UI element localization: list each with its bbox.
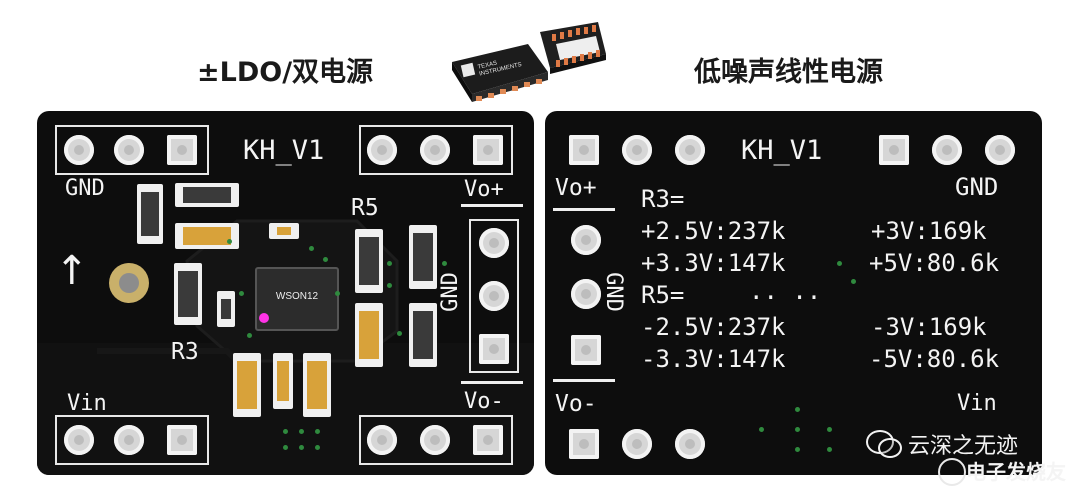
resistor [174,263,202,325]
r3-row-right-1: +3V:169k [871,217,987,245]
resistor [355,229,383,293]
chip-photo-svg [452,22,606,102]
r3-row-2: +3.3V:147k [641,249,786,277]
r5-label: R5 [351,195,379,221]
pin-pad [64,135,94,165]
right-vo-minus-label: Vo- [555,391,597,417]
silk-bar [553,208,615,211]
capacitor [303,353,331,417]
left-bottom-left-header [55,415,209,465]
pin-pad [367,135,397,165]
pin-pad-square [569,135,599,165]
pin-pad-square [571,335,601,365]
capacitor [355,303,383,367]
pin-pad-square [167,425,197,455]
pin-pad [114,135,144,165]
resistor [217,291,235,327]
pin1-marker [259,313,269,323]
r3-header: R3= [641,185,685,213]
watermark-site: 电子发烧友 [966,460,1066,484]
pin-pad [571,225,601,255]
left-right-vertical-header [469,219,519,373]
r5-row-1: -2.5V:237k [641,313,786,341]
r3-label: R3 [171,339,199,365]
left-top-right-header [359,125,513,175]
pin-pad [64,425,94,455]
left-gnd-label: GND [65,176,105,201]
wechat-icon [866,430,902,458]
left-bottom-right-header [359,415,513,465]
silk-bar [461,204,523,207]
watermark: 云深之无迹 电子发烧友 [866,424,1076,486]
right-vo-plus-label: Vo+ [555,175,597,201]
capacitor [269,223,299,239]
pin-pad-square [879,135,909,165]
pin-pad [479,228,509,258]
pin-pad-square [473,135,503,165]
pin-pad [420,135,450,165]
right-pcb-board: KH_V1 GND Vo+ GND Vo- R3= +2.5V:237k +3.… [545,111,1042,475]
silk-bar [461,381,523,384]
r5-row-right-2: -5V:80.6k [869,345,1000,373]
pin-pad-square [479,334,509,364]
watermark-logo-icon [938,458,966,486]
capacitor [273,353,293,409]
left-vin-label: Vin [67,391,107,416]
pin-pad-square [569,429,599,459]
pin-pad [114,425,144,455]
capacitor [233,353,261,417]
r5-header: R5= [641,281,685,309]
r5-row-2: -3.3V:147k [641,345,786,373]
arrow-up-icon: ↑ [55,248,89,294]
pin-pad-square [167,135,197,165]
left-top-left-header [55,125,209,175]
right-gnd-top-label: GND [955,173,999,201]
pin-pad [420,425,450,455]
resistor [409,225,437,289]
mounting-pad [109,263,149,303]
left-vo-plus-label: Vo+ [464,177,504,202]
left-vo-minus-label: Vo- [464,389,504,414]
right-gnd-vertical-label: GND [600,272,626,312]
right-board-title: 低噪声线性电源 [694,57,883,88]
right-version-label: KH_V1 [741,135,823,166]
capacitor [175,223,239,249]
r5-row-right-1: -3V:169k [871,313,987,341]
pin-pad [675,135,705,165]
left-version-label: KH_V1 [243,135,325,166]
pin-pad [622,429,652,459]
left-pcb-board: GND KH_V1 Vo+ GND Vo- Vin ↑ R3 WSON12 R5 [37,111,534,475]
r3-row-right-2: +5V:80.6k [869,249,1000,277]
pin-pad [479,281,509,311]
pin-pad [367,425,397,455]
watermark-channel: 云深之无迹 [908,434,1019,459]
pin-pad [571,279,601,309]
left-gnd-vertical-label: GND [437,272,463,312]
resistor [175,183,239,207]
pin-pad [622,135,652,165]
wson12-ic: WSON12 [255,267,339,331]
pin-pad [675,429,705,459]
r3-row-1: +2.5V:237k [641,217,786,245]
left-board-title: ±LDO/双电源 [197,57,374,88]
pin-pad [985,135,1015,165]
pin-pad [932,135,962,165]
silk-bar [553,379,615,382]
ic-label: WSON12 [275,291,319,302]
right-vin-label: Vin [957,391,997,416]
pin-pad-square [473,425,503,455]
resistor [137,184,163,244]
chip-photo: TEXAS INSTRUMENTS [448,14,608,109]
dots-row: .. .. [749,277,822,305]
resistor [409,303,437,367]
